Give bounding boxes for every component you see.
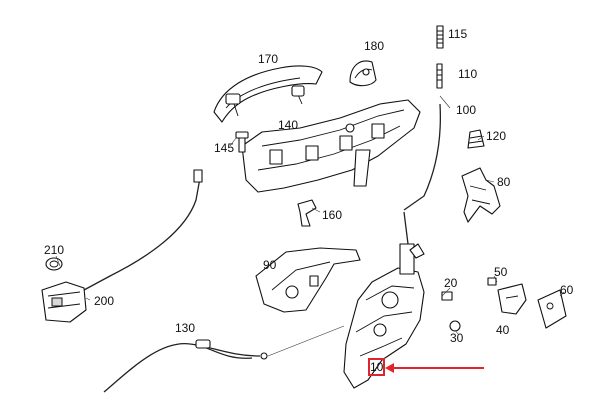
callout-50[interactable]: 50 [494,265,508,279]
highlight-arrow [385,363,484,373]
callout-20[interactable]: 20 [444,276,458,290]
highlight-box [368,358,385,376]
leader-lines [55,95,565,335]
part-140-handle-carrier [241,99,421,193]
part-130-cable [103,325,345,393]
part-90-bracket [255,247,361,313]
callout-115[interactable]: 115 [448,27,468,41]
part-160-clip [297,199,317,227]
callout-30[interactable]: 30 [450,331,464,345]
callout-210[interactable]: 210 [44,243,65,257]
callout-100[interactable]: 100 [456,103,477,117]
callout-110[interactable]: 110 [458,67,478,81]
part-100-rod [403,103,442,211]
part-200-actuator [41,281,87,323]
callout-170[interactable]: 170 [258,52,279,66]
callout-40[interactable]: 40 [496,323,510,337]
callout-120[interactable]: 120 [486,129,507,143]
part-110-screw [436,63,443,89]
part-40-striker [497,283,527,315]
callout-90[interactable]: 90 [263,258,277,272]
part-115-screw [436,25,444,49]
part-30-screw [449,320,461,332]
callout-145[interactable]: 145 [214,141,235,155]
part-120-grommet [467,129,485,149]
part-20-screw [441,291,453,301]
part-cable-upper [83,169,203,291]
part-80-bracket [461,167,501,223]
part-145-bolt [235,131,249,153]
part-60-plate [537,289,567,329]
part-10-latch [343,211,425,389]
callout-180[interactable]: 180 [364,39,385,53]
part-180-cap [349,60,377,87]
callout-160[interactable]: 160 [322,208,343,222]
callout-10[interactable]: 10 [370,360,384,374]
part-170-outer-handle [213,65,323,123]
part-50-screw [487,277,497,286]
callout-140[interactable]: 140 [278,118,299,132]
callout-130[interactable]: 130 [175,321,196,335]
part-210-grommet [45,257,63,271]
callout-80[interactable]: 80 [497,175,511,189]
callout-200[interactable]: 200 [94,294,115,308]
callout-60[interactable]: 60 [560,283,574,297]
